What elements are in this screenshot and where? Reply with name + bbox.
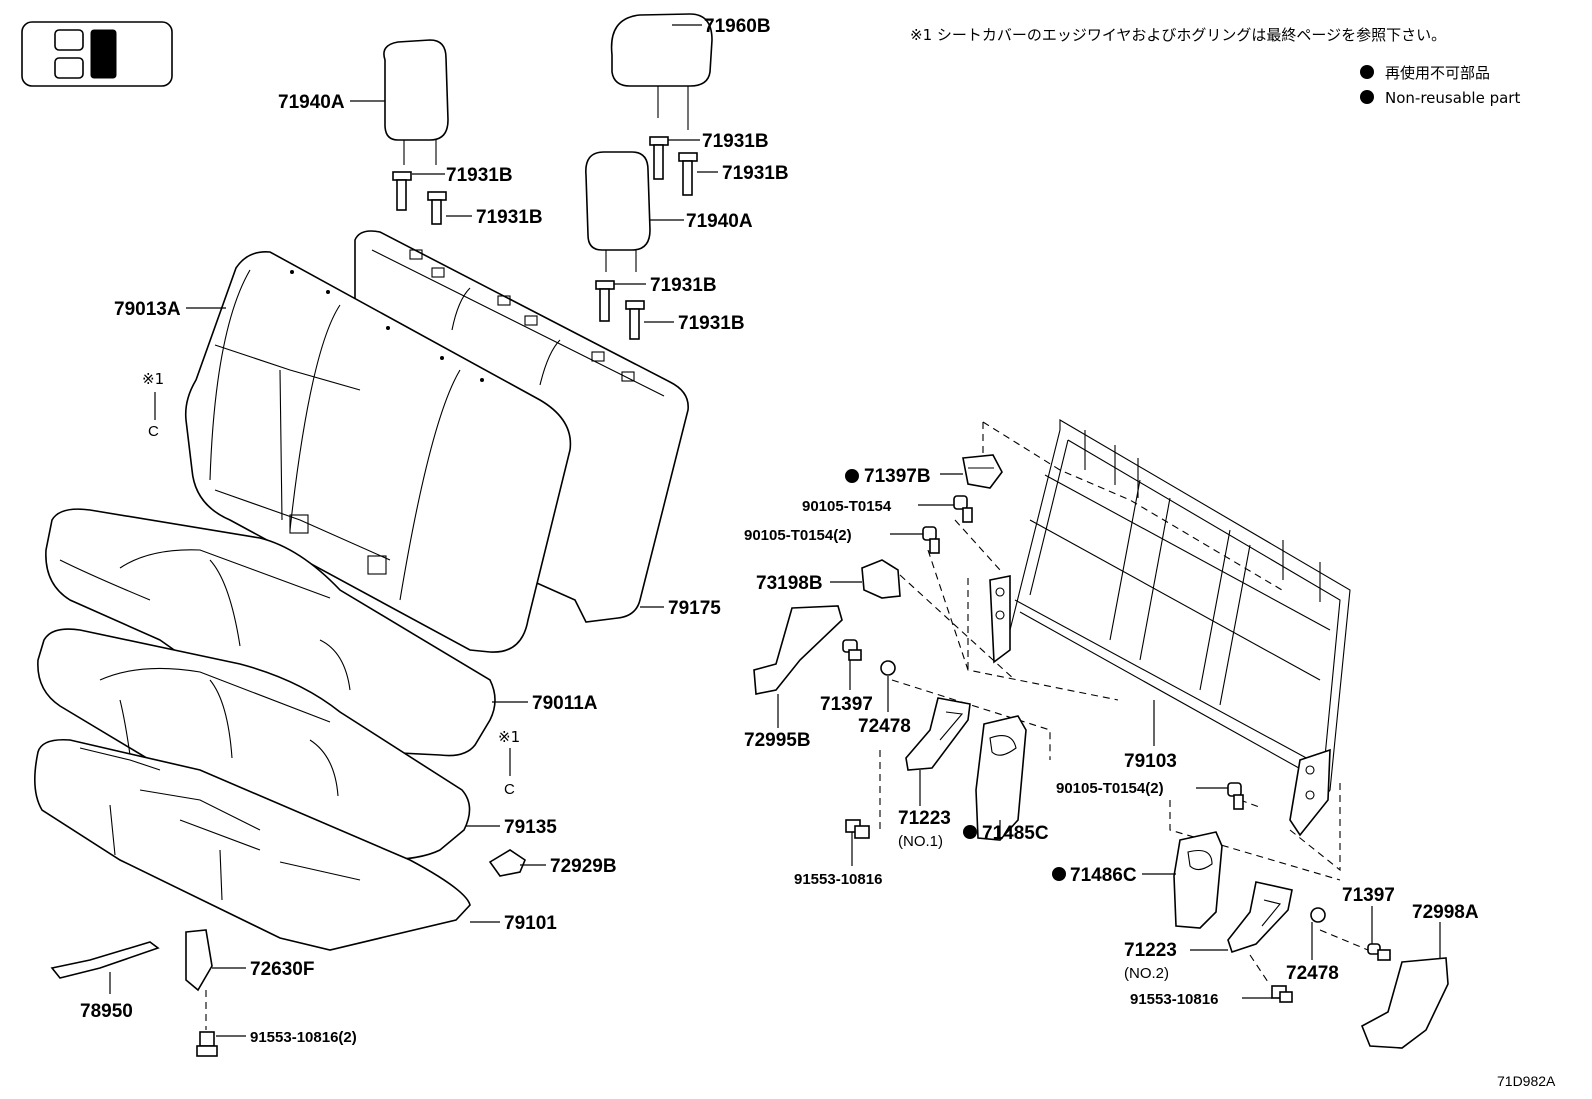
protector-72998a — [1360, 957, 1449, 1049]
label-71931b-2: 71931B — [476, 207, 543, 228]
hinge-71223-no1 — [905, 697, 971, 771]
cushion-cover-79011a — [45, 508, 496, 757]
legend-en: Non-reusable part — [1385, 89, 1520, 107]
protector-72995b — [753, 605, 843, 695]
label-79175: 79175 — [668, 598, 721, 619]
label-71485c: 71485C — [982, 823, 1049, 844]
non-reusable-dot-icon — [1360, 65, 1374, 79]
label-71960b: 71960B — [704, 16, 771, 37]
label-79135: 79135 — [504, 817, 557, 838]
label-90105-t0154-2a: 90105-T0154(2) — [744, 527, 852, 544]
support-guide-icon — [678, 152, 698, 196]
label-71931b-1: 71931B — [446, 165, 513, 186]
edge-wire-note: ※1 シートカバーのエッジワイヤおよびホグリングは最終ページを参照下さい。 — [910, 26, 1446, 44]
cover-71485c — [975, 715, 1027, 841]
label-71931b-3: 71931B — [702, 131, 769, 152]
seat-position-icon — [21, 21, 173, 87]
label-72478-right: 72478 — [1286, 963, 1339, 984]
label-71397-left: 71397 — [820, 694, 873, 715]
legend-jp: 再使用不可部品 — [1385, 64, 1490, 82]
support-guide-icon — [625, 300, 645, 340]
label-71223-no1-sub: (NO.1) — [898, 833, 943, 850]
label-71223-no2-sub: (NO.2) — [1124, 965, 1169, 982]
label-71931b-5: 71931B — [650, 275, 717, 296]
non-reusable-dot-icon — [845, 469, 859, 483]
bolt-90105-c — [1227, 782, 1244, 810]
label-91553-10816-b: 91553-10816 — [1130, 991, 1218, 1008]
hinge-71223-no2 — [1227, 881, 1293, 954]
headrest-71940a-right — [585, 151, 651, 272]
label-90105-t0154: 90105-T0154 — [802, 498, 892, 515]
legend-non-reusable: 再使用不可部品 Non-reusable part — [1360, 64, 1520, 107]
non-reusable-dot-icon — [963, 825, 977, 839]
spacer-72478-right — [1310, 907, 1326, 923]
seatback-frame-79103 — [989, 419, 1351, 837]
label-79013a: 79013A — [114, 299, 181, 320]
label-91553-10816-a: 91553-10816 — [794, 871, 882, 888]
support-guide-icon — [595, 280, 615, 322]
bolt-91553-left — [196, 1031, 218, 1057]
spacer-72478-left — [880, 660, 896, 676]
bushing-71397-right — [1367, 943, 1391, 961]
bolt-91553-a — [845, 819, 870, 839]
label-91553-10816-2: 91553-10816(2) — [250, 1029, 357, 1046]
bracket-71397b — [962, 454, 1003, 489]
seatback-cover-79013a — [184, 251, 572, 653]
label-71931b-4: 71931B — [722, 163, 789, 184]
clip-72929b — [488, 849, 526, 877]
cover-71486c — [1173, 831, 1223, 929]
label-71397-right: 71397 — [1342, 885, 1395, 906]
ref-mark-1: ※1 — [142, 370, 164, 388]
ref-c-1: C — [148, 423, 159, 440]
bushing-71397-left — [842, 639, 862, 661]
ref-c-2: C — [504, 781, 515, 798]
diagram-code: 71D982A — [1497, 1073, 1556, 1089]
bolt-91553-b — [1271, 985, 1293, 1003]
cover-73198b — [861, 559, 901, 599]
support-guides — [392, 136, 698, 340]
label-79103: 79103 — [1124, 751, 1177, 772]
label-72630f: 72630F — [250, 959, 314, 980]
label-72998a: 72998A — [1412, 902, 1479, 923]
ref-mark-2: ※1 — [498, 728, 520, 746]
label-71397b: 71397B — [864, 466, 931, 487]
label-72478-left: 72478 — [858, 716, 911, 737]
label-79011a: 79011A — [532, 693, 598, 714]
label-71940a-left: 71940A — [278, 92, 345, 113]
label-71931b-6: 71931B — [678, 313, 745, 334]
support-guide-icon — [392, 171, 412, 211]
hook-78950 — [50, 941, 160, 979]
assembly-dashed-lines — [879, 421, 1381, 986]
support-guide-icon — [649, 136, 669, 180]
bolt-90105-a — [953, 495, 973, 523]
label-79101: 79101 — [504, 913, 557, 934]
label-78950: 78950 — [80, 1001, 133, 1022]
headrest-71960b-center — [610, 13, 713, 130]
label-71940a-right: 71940A — [686, 211, 753, 232]
label-72995b: 72995B — [744, 730, 811, 751]
bolt-90105-b — [922, 526, 940, 554]
label-71223-no2: 71223 — [1124, 940, 1177, 961]
label-71223-no1: 71223 — [898, 808, 951, 829]
cushion-frame-79101 — [34, 738, 471, 951]
headrest-71940a-left — [383, 39, 449, 165]
leader-lines — [109, 24, 1441, 1037]
hook-72630f — [185, 929, 213, 1030]
label-71486c: 71486C — [1070, 865, 1137, 886]
label-90105-t0154-2b: 90105-T0154(2) — [1056, 780, 1164, 797]
non-reusable-dot-icon — [1360, 90, 1374, 104]
label-72929b: 72929B — [550, 856, 617, 877]
support-guide-icon — [427, 191, 447, 225]
non-reusable-dot-icon — [1052, 867, 1066, 881]
label-73198b: 73198B — [756, 573, 823, 594]
part-labels: 71940A 71960B 71931B 71931B 71931B 71931… — [80, 16, 1556, 1089]
